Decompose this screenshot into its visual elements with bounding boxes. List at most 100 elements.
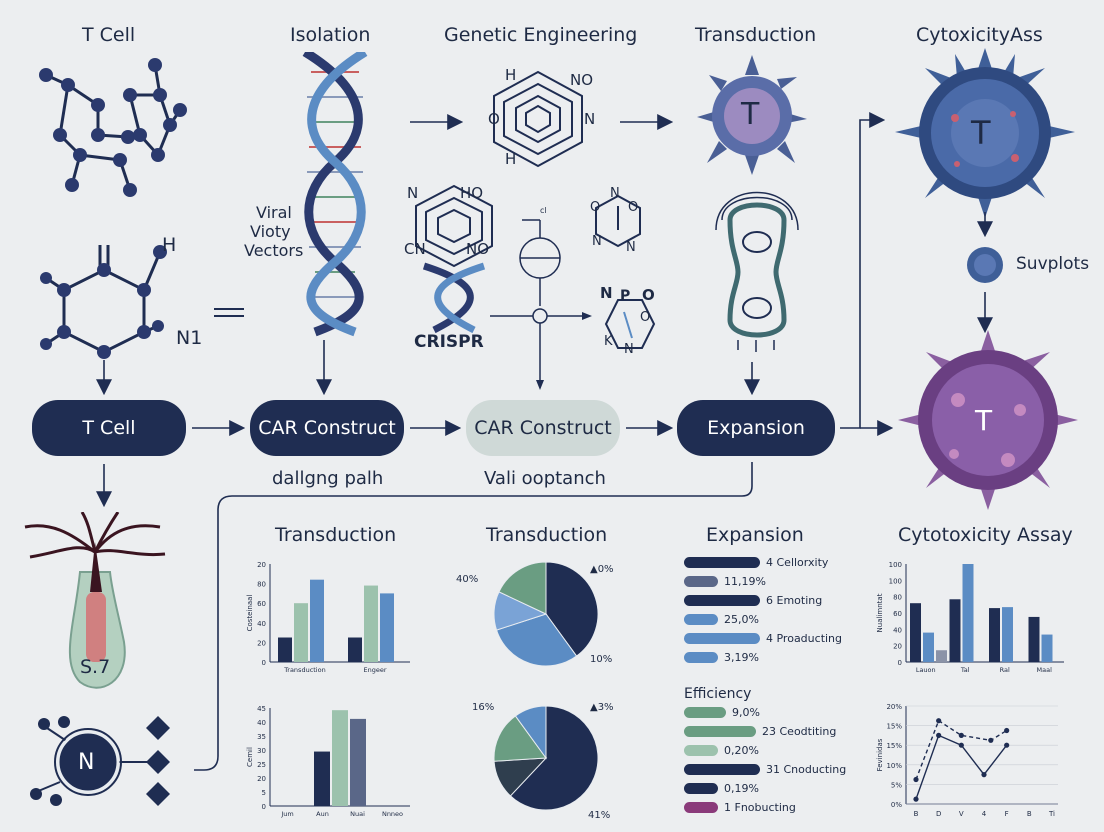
flow-node-car-construct-1[interactable]: CAR Construct bbox=[250, 400, 404, 456]
y-tick-label: 20 bbox=[893, 643, 902, 651]
hbar-label: 31 Cnoducting bbox=[766, 763, 847, 776]
y-tick-label: 20 bbox=[257, 639, 266, 647]
hbar bbox=[684, 652, 718, 663]
line-point bbox=[936, 718, 942, 724]
header-t-cell: T Cell bbox=[82, 24, 136, 46]
hbar-row: 25,0% bbox=[684, 613, 759, 626]
line-point bbox=[936, 732, 942, 738]
hbar-row: 1 Fnobucting bbox=[684, 801, 796, 814]
flow-node-t-cell[interactable]: T Cell bbox=[32, 400, 186, 456]
small-cell-graphic bbox=[967, 247, 1003, 283]
hbar bbox=[684, 726, 756, 737]
x-tick-label: Transduction bbox=[283, 666, 325, 674]
molecule-graphic-2 bbox=[40, 245, 167, 359]
x-tick-label: Ti bbox=[1048, 810, 1055, 818]
hbar-row: 0,20% bbox=[684, 744, 759, 757]
y-axis-label: Fevinidas bbox=[876, 738, 884, 771]
label-suvplots: Suvplots bbox=[1016, 254, 1090, 274]
second-pie-chart: 16%▲3%41% bbox=[472, 702, 614, 821]
hbar bbox=[684, 576, 718, 587]
line-series bbox=[915, 719, 1008, 780]
hbar bbox=[684, 802, 718, 813]
caption-vali: Vali ooptanch bbox=[484, 468, 606, 489]
hbar bbox=[684, 595, 760, 606]
chart-title-transduction-bar: Transduction bbox=[275, 524, 397, 546]
atom-ring-o1: O bbox=[590, 200, 601, 215]
flow-node-car-construct-2[interactable]: CAR Construct bbox=[466, 400, 620, 456]
x-tick-label: Lauon bbox=[916, 666, 936, 674]
bar bbox=[910, 603, 921, 662]
hbar-row: 9,0% bbox=[684, 706, 760, 719]
pie-slice bbox=[514, 705, 547, 760]
x-tick-label: Aun bbox=[316, 810, 329, 818]
cytotoxicity-cell-large bbox=[895, 48, 1075, 218]
line-point bbox=[981, 772, 987, 778]
atom-h-2: H bbox=[505, 150, 517, 168]
y-tick-label: 20% bbox=[886, 703, 902, 711]
hexagon-molecule-1 bbox=[493, 70, 583, 168]
x-tick-label: Nnneo bbox=[382, 810, 403, 818]
flow-node-expansion[interactable]: Expansion bbox=[677, 400, 835, 456]
label-vioty: Vioty bbox=[250, 222, 291, 241]
bar bbox=[364, 585, 378, 662]
chart-title-transduction-pie: Transduction bbox=[486, 524, 608, 546]
y-tick-label: 20 bbox=[257, 561, 266, 569]
y-tick-label: 0 bbox=[262, 803, 266, 811]
hbar bbox=[684, 614, 718, 625]
line-point bbox=[913, 796, 919, 802]
hbar bbox=[684, 783, 718, 794]
npo-ring-molecule bbox=[604, 299, 656, 349]
cell-letter-t-2: T bbox=[971, 114, 991, 152]
hbar-label: 0,19% bbox=[724, 782, 759, 795]
y-tick-label: 100 bbox=[889, 577, 902, 585]
atom-no-1: NO bbox=[570, 71, 594, 89]
x-tick-label: D bbox=[936, 810, 941, 818]
pie-slice bbox=[493, 715, 547, 762]
header-transduction: Transduction bbox=[695, 24, 817, 46]
transduction-pie-chart: 40%▲0%10% bbox=[456, 561, 614, 667]
y-axis-label: Cemil bbox=[246, 747, 254, 767]
atom-no-2: NO bbox=[466, 240, 490, 258]
y-tick-label: 25 bbox=[257, 761, 266, 769]
hbar-row: 23 Ceodtiting bbox=[684, 725, 836, 738]
y-tick-label: 100 bbox=[889, 561, 902, 569]
label-vectors: Vectors bbox=[244, 241, 304, 260]
hbar-label: 23 Ceodtiting bbox=[762, 725, 837, 738]
x-tick-label: Nuai bbox=[350, 810, 365, 818]
bar bbox=[923, 632, 934, 662]
y-tick-label: 0 bbox=[262, 659, 266, 667]
y-tick-label: 10% bbox=[886, 762, 902, 770]
bar bbox=[1041, 634, 1053, 662]
hexagon-molecule-2 bbox=[415, 184, 493, 334]
x-tick-label: Maal bbox=[1037, 666, 1053, 674]
x-tick-label: Ral bbox=[1000, 666, 1010, 674]
hbar-label: 9,0% bbox=[732, 706, 760, 719]
label-n-node: N bbox=[78, 750, 95, 775]
pie-label: 41% bbox=[588, 810, 610, 821]
hbar bbox=[684, 633, 760, 644]
pie-slice bbox=[495, 613, 578, 667]
atom-ring-n2: N bbox=[592, 234, 602, 249]
vessel-graphic bbox=[715, 191, 799, 352]
hbar-label: 25,0% bbox=[724, 613, 759, 626]
hbar-row: 4 Cellorxity bbox=[684, 556, 828, 569]
line-point bbox=[1004, 742, 1010, 748]
hbar-row: 4 Proaducting bbox=[684, 632, 842, 645]
hbar bbox=[684, 707, 726, 718]
atom-npo-o1: O bbox=[642, 286, 655, 304]
x-tick-label: F bbox=[1005, 810, 1009, 818]
line-point bbox=[958, 732, 964, 738]
pie-label: 40% bbox=[456, 574, 478, 585]
circuit-symbol bbox=[490, 219, 592, 390]
atom-ring-n3: N bbox=[626, 240, 636, 255]
pie-label: 16% bbox=[472, 702, 494, 713]
bar bbox=[294, 603, 308, 662]
hbar-label: 3,19% bbox=[724, 651, 759, 664]
bar bbox=[936, 650, 947, 662]
line-point bbox=[913, 776, 919, 783]
pie-label: 10% bbox=[590, 654, 612, 665]
